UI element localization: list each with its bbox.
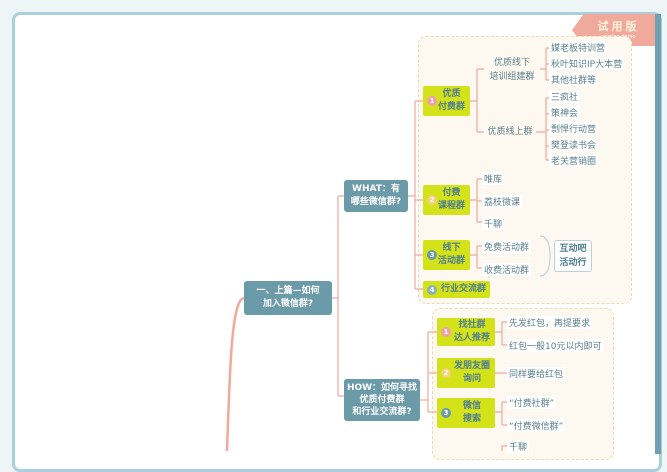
leaf[interactable]: 剽悍行动营 — [549, 122, 599, 135]
node-line: 付费群 — [437, 102, 465, 112]
what-line2: 哪些微信群? — [350, 197, 402, 207]
badge-title: 试用版 — [597, 20, 640, 33]
how-line2: 优质付费群 — [359, 395, 405, 405]
moments-ask-node[interactable]: 2 发朋友圈询问 — [437, 358, 495, 388]
online-group-sub[interactable]: 优质线上群 — [487, 127, 533, 137]
wechat-search-node[interactable]: 3 微信搜索 — [437, 398, 495, 428]
node-line: 微信 — [462, 401, 481, 411]
node-line: 询问 — [462, 374, 481, 384]
leaf[interactable]: 先发红包，再提要求 — [507, 316, 593, 329]
summary-line: 活动行 — [559, 258, 587, 268]
leaf[interactable]: 收费活动群 — [482, 263, 532, 276]
summary-box[interactable]: 互动吧活动行 — [554, 240, 592, 272]
leaf[interactable]: 免费活动群 — [482, 240, 532, 253]
how-line3: 和行业交流群? — [352, 407, 412, 417]
node-line: 优质 — [442, 89, 461, 99]
industry-group-node[interactable]: 4 行业交流群 — [423, 281, 490, 298]
leaf[interactable]: 红包一般10元以内即可 — [507, 339, 604, 352]
node-line: 活动群 — [437, 256, 465, 266]
number-marker-icon: 4 — [427, 284, 437, 295]
how-node[interactable]: HOW：如何寻找优质付费群和行业交流群? — [344, 379, 420, 421]
leaf[interactable]: 千聊 — [507, 440, 530, 453]
node-line: 付费 — [442, 188, 461, 198]
how-line1: HOW：如何寻找 — [346, 383, 418, 393]
paid-group-node[interactable]: 1 优质付费群 — [423, 86, 470, 116]
number-marker-icon: 1 — [441, 327, 451, 337]
connector-lines — [225, 47, 551, 451]
leaf[interactable]: 秋叶知识IP大本营 — [549, 57, 625, 70]
what-line1: WHAT：有 — [352, 184, 400, 194]
sub-line: 优质线下 — [493, 58, 530, 68]
leaf[interactable]: 同样要给红包 — [507, 367, 566, 380]
leaf[interactable]: 荔枝微课 — [482, 195, 523, 208]
node-line: 找社群 — [458, 320, 486, 330]
leaf[interactable]: “付费微信群” — [507, 419, 566, 432]
leaf[interactable]: 唯库 — [482, 172, 505, 185]
leaf[interactable]: 三疯社 — [549, 90, 581, 103]
number-marker-icon: 3 — [427, 250, 437, 260]
node-line: 达人推荐 — [453, 333, 490, 343]
node-line: 发朋友圈 — [453, 361, 490, 371]
node-line: 线下 — [442, 243, 461, 253]
leaf[interactable]: 媒老板特训营 — [549, 41, 608, 54]
number-marker-icon: 2 — [441, 368, 451, 378]
scrollbar[interactable] — [655, 14, 661, 454]
leaf[interactable]: 老关营销圈 — [549, 154, 599, 167]
node-line: 课程群 — [437, 201, 465, 211]
number-marker-icon: 1 — [427, 96, 437, 106]
number-marker-icon: 3 — [441, 408, 451, 418]
leaf[interactable]: “付费社群” — [507, 396, 557, 409]
leaf[interactable]: 千聊 — [482, 217, 505, 230]
summary-line: 互动吧 — [559, 244, 587, 254]
root-line2: 加入微信群? — [262, 299, 314, 309]
what-node[interactable]: WHAT：有哪些微信群? — [344, 180, 408, 212]
number-marker-icon: 2 — [427, 195, 437, 205]
root-node[interactable]: 一、上篇—如何加入微信群? — [244, 281, 332, 315]
root-line1: 一、上篇—如何 — [256, 286, 320, 296]
leaf[interactable]: 樊登读书会 — [549, 138, 599, 151]
node-line: 搜索 — [462, 414, 481, 424]
offline-training-sub[interactable]: 优质线下培训组建群 — [482, 56, 542, 84]
community-recommend-node[interactable]: 1 找社群达人推荐 — [437, 318, 495, 346]
leaf[interactable]: 其他社群等 — [549, 73, 599, 86]
offline-activity-node[interactable]: 3 线下活动群 — [423, 240, 470, 270]
node-line: 行业交流群 — [440, 284, 486, 294]
leaf[interactable]: 策神会 — [549, 106, 581, 119]
sub-line: 培训组建群 — [489, 72, 535, 82]
paid-course-node[interactable]: 2 付费课程群 — [423, 185, 470, 215]
